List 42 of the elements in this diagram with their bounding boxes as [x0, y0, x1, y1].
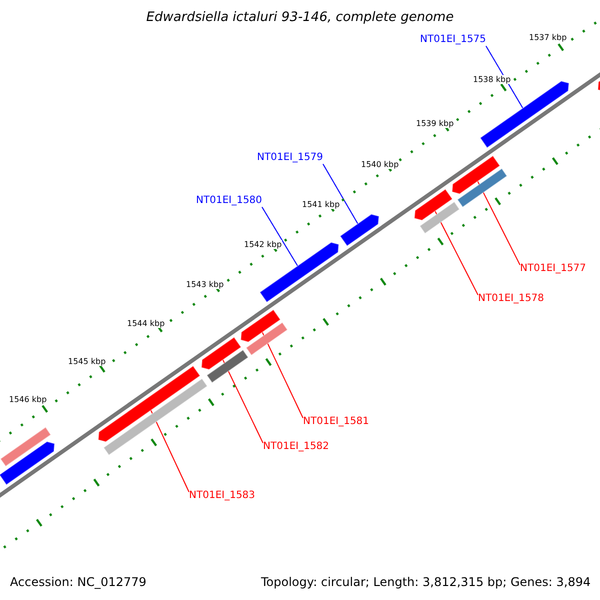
scale-label: 1544 kbp — [127, 319, 165, 328]
gene-bar — [456, 168, 508, 208]
gene-bar — [0, 426, 52, 467]
scale-label: 1540 kbp — [361, 160, 399, 169]
gene-label: NT01EI_1581 — [303, 416, 370, 427]
gene-label: NT01EI_1578 — [478, 293, 544, 304]
gene-bar — [0, 441, 56, 486]
gene-bar — [414, 188, 453, 221]
gene-label: NT01EI_1577 — [520, 263, 586, 274]
scale-label: 1545 kbp — [68, 357, 106, 366]
gene-bar — [452, 155, 500, 194]
gene-label: NT01EI_1580 — [196, 195, 262, 206]
leader-line — [434, 210, 478, 296]
gene-bar — [206, 349, 249, 384]
footer-text: Topology: circular; Length: 3,812,315 bp; Genes: 3,894 — [261, 575, 591, 589]
gene-bar — [200, 336, 242, 370]
leader-line — [322, 164, 358, 224]
leader-line — [222, 359, 264, 444]
diagram-title: Edwardsiella ictaluri 93-146, complete genome — [145, 10, 455, 25]
leader-line — [486, 46, 524, 109]
scale-label: 1541 kbp — [302, 200, 340, 209]
gene-bar — [103, 378, 208, 456]
gene-label: NT01EI_1575 — [420, 34, 486, 45]
leader-line — [262, 206, 298, 266]
gene-bar — [246, 322, 288, 356]
leader-line — [262, 332, 304, 418]
gene-label: NT01EI_1583 — [189, 490, 256, 501]
scale-label: 1542 kbp — [244, 240, 282, 249]
scale-label: 1539 kbp — [416, 119, 454, 128]
gene-bar — [419, 201, 460, 234]
scale-label: 1538 kbp — [473, 75, 511, 84]
scale-label: 1543 kbp — [186, 280, 224, 289]
gene-label: NT01EI_1582 — [263, 441, 330, 452]
leader-line — [150, 410, 190, 492]
gene-bar — [240, 309, 281, 343]
footer-text: Accession: NC_012779 — [10, 575, 146, 589]
gene-label: NT01EI_1579 — [257, 152, 324, 163]
gene-bar — [98, 365, 201, 442]
leader-line — [477, 180, 520, 266]
scale-label: 1537 kbp — [529, 33, 567, 42]
scale-label: 1546 kbp — [9, 395, 47, 404]
gene-bar — [340, 214, 380, 247]
